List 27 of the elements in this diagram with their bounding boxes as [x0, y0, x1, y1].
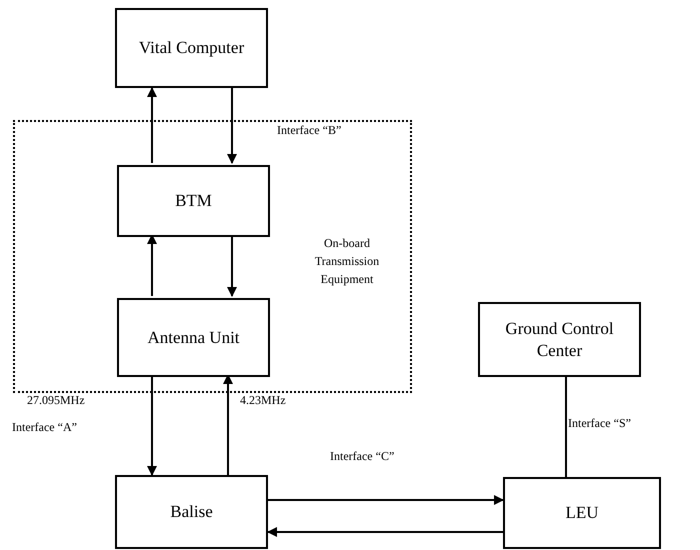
connector-line — [565, 377, 567, 477]
arrow — [268, 495, 504, 505]
box-label: LEU — [565, 502, 599, 524]
group-label: On-board Transmission Equipment — [314, 235, 380, 288]
interface-label: 27.095MHz — [27, 392, 85, 409]
arrow — [147, 87, 157, 163]
dashed-group-box — [13, 120, 412, 393]
box-label: Vital Computer — [138, 37, 244, 59]
process-box — [503, 477, 661, 549]
box-label: Balise — [170, 501, 213, 523]
process-box — [117, 165, 270, 237]
process-box — [115, 8, 268, 88]
box-label: BTM — [175, 190, 212, 212]
box-label: Ground Control Center — [504, 318, 615, 361]
interface-label: Interface “C” — [330, 448, 394, 465]
process-box — [478, 302, 641, 377]
interface-label: Interface “B” — [277, 122, 342, 139]
process-box — [117, 298, 270, 377]
arrow — [147, 375, 157, 476]
arrow — [267, 527, 503, 537]
interface-label: Interface “S” — [568, 415, 631, 432]
arrow — [227, 235, 237, 297]
process-box — [115, 475, 268, 549]
interface-label: 4.23MHz — [240, 392, 286, 409]
arrow — [227, 88, 237, 164]
box-label: Antenna Unit — [147, 326, 240, 348]
interface-label: Interface “A” — [12, 419, 77, 436]
